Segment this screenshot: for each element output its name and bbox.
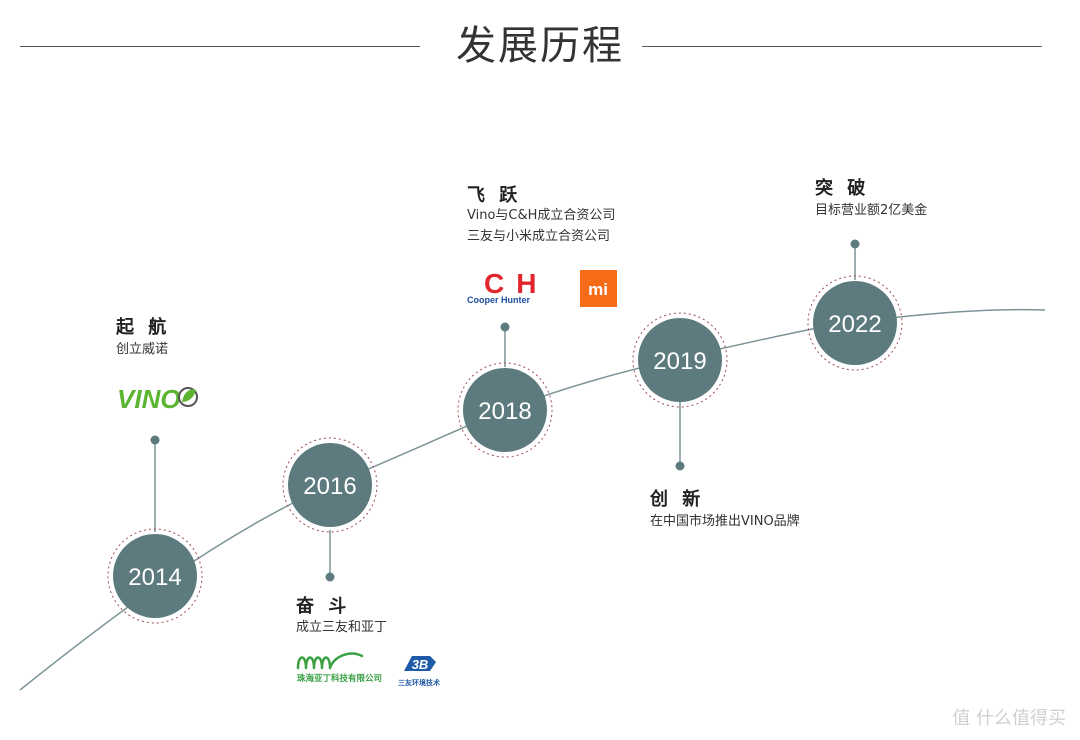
year-node-2022 xyxy=(813,281,897,365)
milestone-desc-2018-2: 三友与小米成立合资公司 xyxy=(467,229,611,244)
milestone-heading-2018: 飞 跃 xyxy=(467,185,522,206)
year-label-2019: 2019 xyxy=(653,348,706,375)
stem-dot-2022 xyxy=(850,239,860,249)
milestone-heading-2022: 突 破 xyxy=(815,178,870,199)
title-rule-right xyxy=(642,46,1042,47)
title-rule-left xyxy=(20,46,420,47)
year-node-2019 xyxy=(638,318,722,402)
year-ring-2019 xyxy=(632,312,728,408)
year-node-2014 xyxy=(113,534,197,618)
mi-logo-badge xyxy=(580,270,617,307)
ch-logo-subtitle: Cooper Hunter xyxy=(467,295,530,305)
milestone-desc-2014: 创立威诺 xyxy=(116,342,169,357)
sanyou-logo-text: 三友环境技术 xyxy=(398,678,440,687)
milestone-desc-2016: 成立三友和亚丁 xyxy=(296,620,388,635)
year-ring-2016 xyxy=(282,437,378,533)
mi-logo-text: mi xyxy=(588,280,608,299)
milestone-heading-2019: 创 新 xyxy=(650,489,705,510)
sanyou-mark-letters: 3B xyxy=(412,657,429,672)
year-label-2022: 2022 xyxy=(828,311,881,338)
vino-logo-text: VINO xyxy=(117,384,181,414)
year-node-2016 xyxy=(288,443,372,527)
timeline-curve xyxy=(19,308,1046,691)
milestone-heading-2014: 起 航 xyxy=(116,317,171,338)
milestone-desc-2019: 在中国市场推出VINO品牌 xyxy=(650,514,800,529)
year-label-2018: 2018 xyxy=(478,398,531,425)
milestone-desc-2018-1: Vino与C&H成立合资公司 xyxy=(467,208,616,223)
cooper-hunter-logo: CH Cooper Hunter xyxy=(467,268,548,305)
milestone-heading-2016: 奋 斗 xyxy=(296,596,351,617)
sanyou-mark-icon xyxy=(404,656,436,671)
yading-logo: 珠海亚丁科技有限公司 xyxy=(296,652,382,684)
vino-leaf-icon xyxy=(178,387,198,407)
ch-logo-letters: CH xyxy=(484,268,548,299)
site-watermark: 值 什么值得买 xyxy=(952,708,1066,729)
mi-logo: mi xyxy=(580,270,617,307)
yading-sprout-icon xyxy=(296,652,364,670)
year-ring-2014 xyxy=(107,528,203,624)
stem-dot-2019 xyxy=(675,461,685,471)
vino-logo: VINO xyxy=(117,384,198,414)
year-label-2014: 2014 xyxy=(128,564,181,591)
milestone-desc-2022: 目标营业额2亿美金 xyxy=(815,203,928,218)
year-ring-2018 xyxy=(457,362,553,458)
page-title: 发展历程 xyxy=(456,23,624,69)
sanyou-logo: 3B 三友环境技术 xyxy=(398,656,440,687)
stem-dot-2014 xyxy=(150,435,160,445)
stem-dot-2018 xyxy=(500,322,510,332)
stem-dot-2016 xyxy=(325,572,335,582)
year-ring-2022 xyxy=(807,275,903,371)
year-label-2016: 2016 xyxy=(303,473,356,500)
year-node-2018 xyxy=(463,368,547,452)
vino-leaf-shape xyxy=(182,389,196,402)
yading-logo-text: 珠海亚丁科技有限公司 xyxy=(297,673,382,684)
